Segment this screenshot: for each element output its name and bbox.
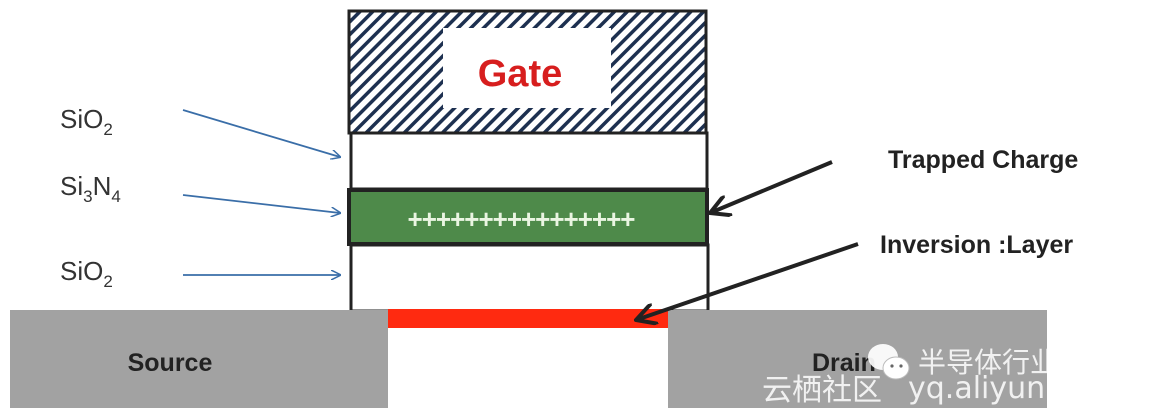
gate-label: Gate (478, 53, 562, 95)
trapped-charge-label: Trapped Charge (888, 146, 1078, 174)
arrow-trapped-charge (710, 160, 833, 213)
top-oxide-layer (349, 131, 709, 191)
arrow-top-oxide (182, 109, 340, 157)
arrow-inversion-layer (636, 242, 859, 320)
bottom-oxide-label: SiO2 (60, 256, 113, 291)
watermark-account: 半导体行业观察 (918, 346, 1114, 379)
drain-region (668, 310, 1047, 408)
drain-label: Drain (812, 349, 876, 377)
nitride-layer (347, 188, 709, 246)
bottom-oxide-layer (349, 243, 710, 313)
nitride-label: Si3N4 (60, 171, 121, 206)
source-label: Source (128, 349, 213, 377)
trapped-charges: ++++++++++++++++ (408, 204, 636, 234)
top-oxide-label: SiO2 (60, 104, 113, 139)
inversion-channel (388, 309, 668, 328)
source-region (10, 310, 388, 408)
watermark-site-cn: 云栖社区 (762, 373, 882, 408)
inversion-layer-label: Inversion :Layer (880, 231, 1073, 259)
watermark-site-url: yq.aliyun.com (908, 371, 1119, 406)
arrow-nitride (182, 194, 340, 213)
wechat-icon (868, 344, 910, 380)
gate-label-box (443, 28, 611, 108)
